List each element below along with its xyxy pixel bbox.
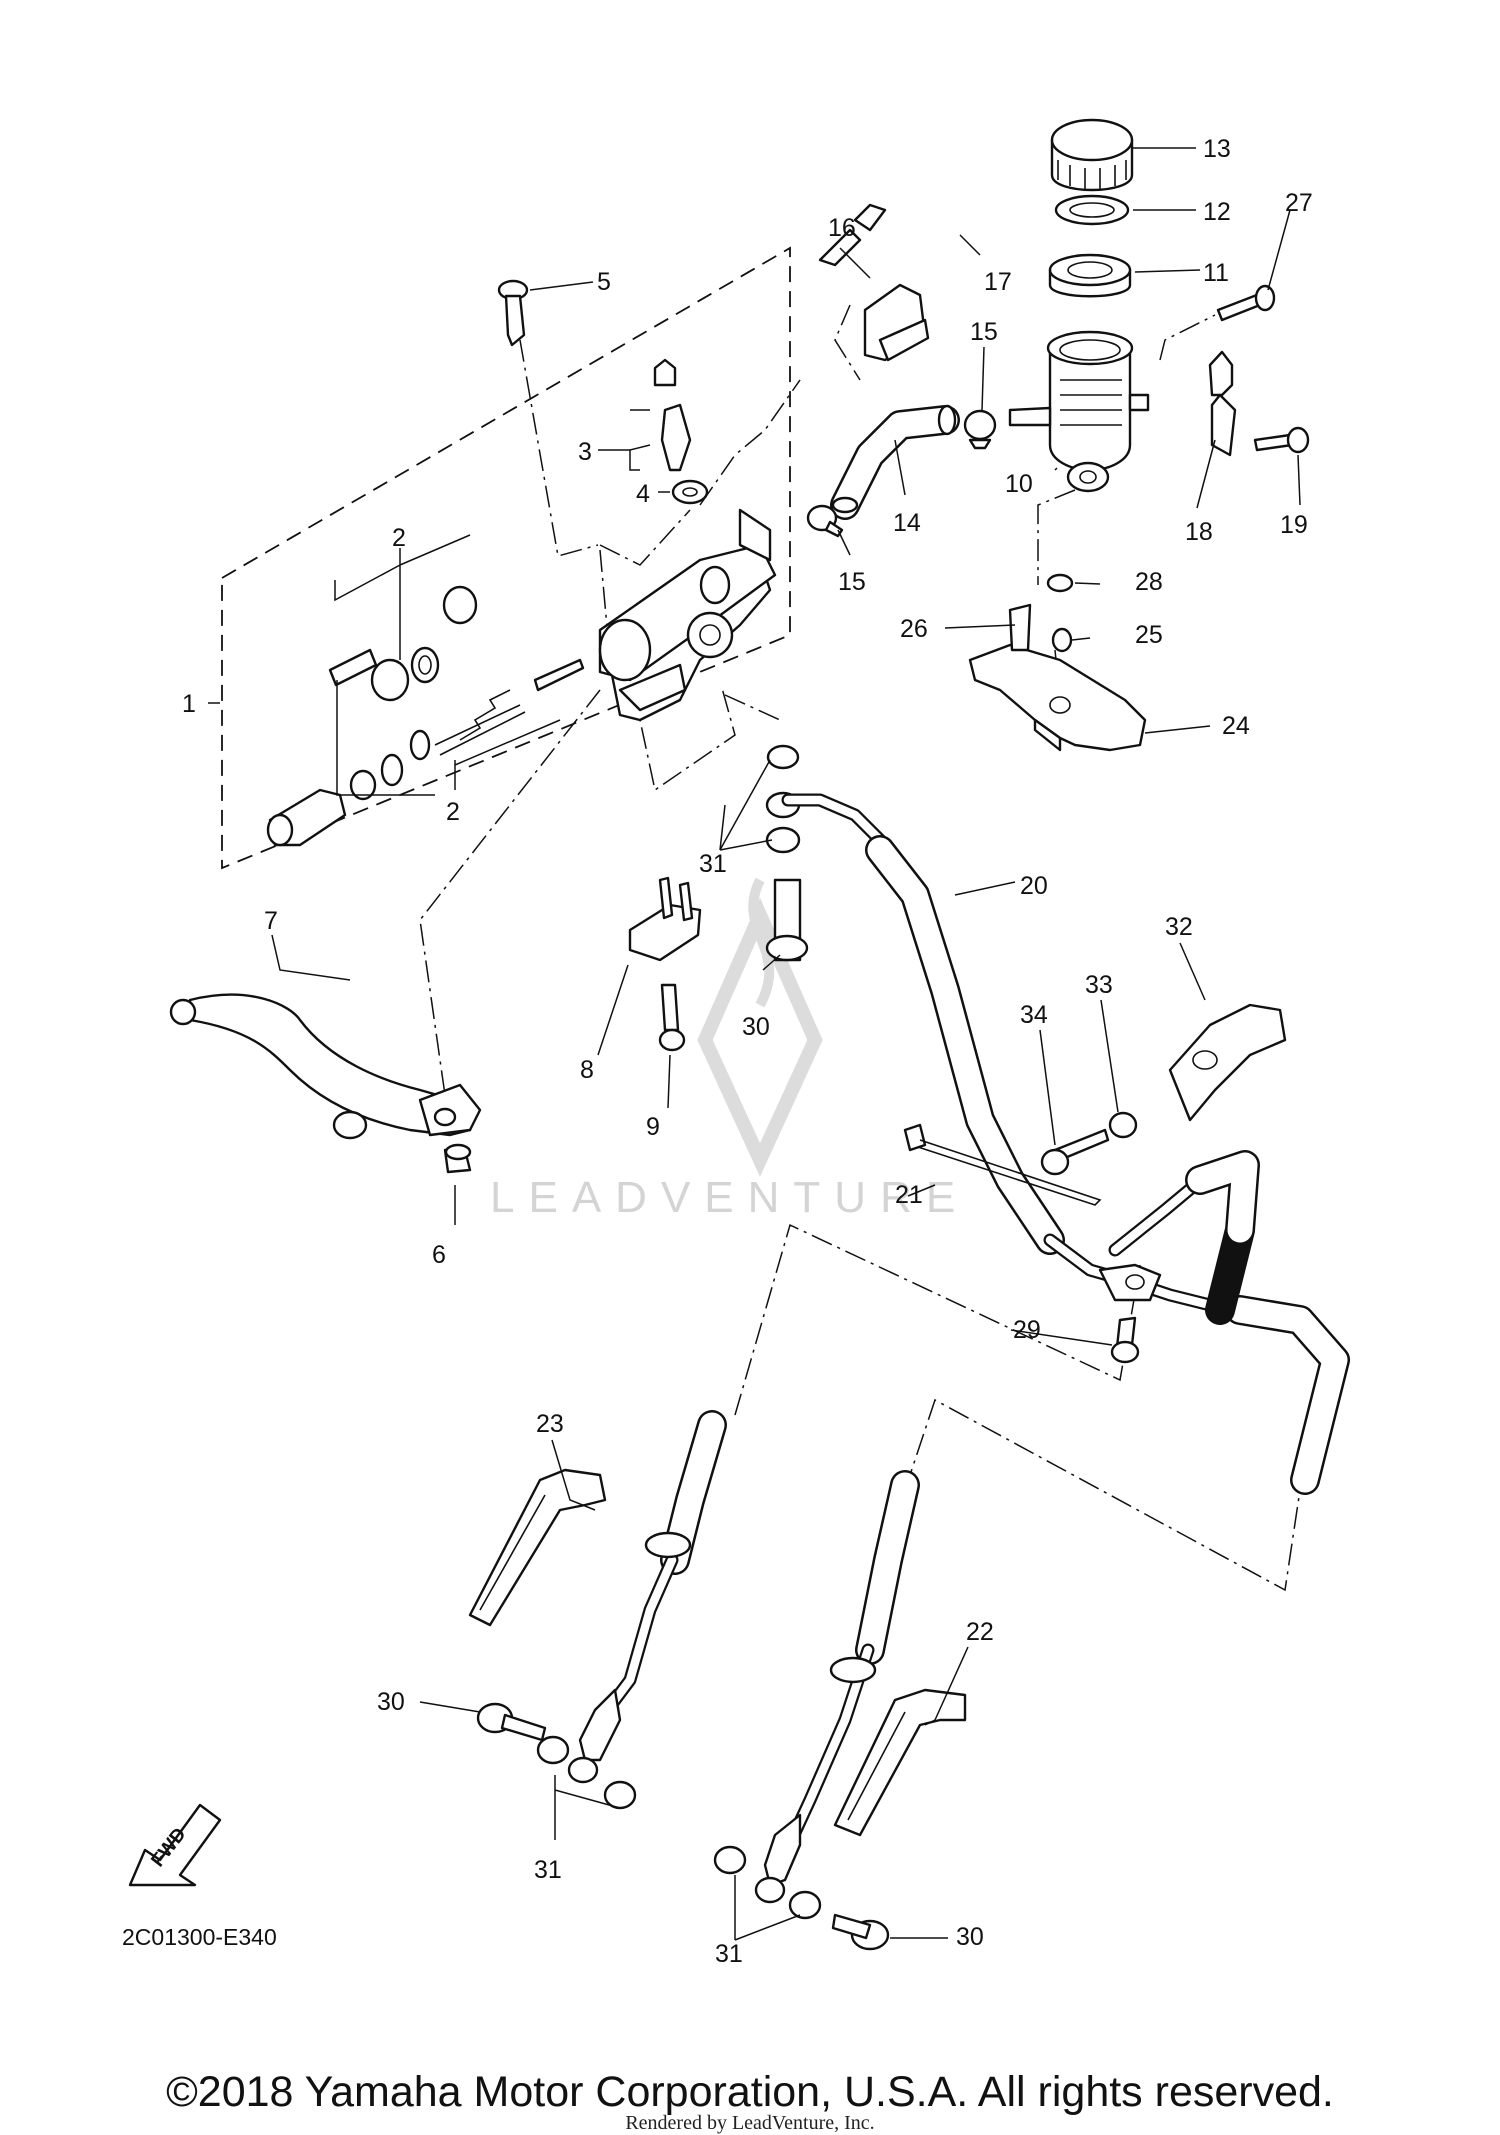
reservoir-screw xyxy=(1216,284,1276,322)
callout-12: 12 xyxy=(1203,198,1231,226)
leadventure-watermark: LEADVENTURE xyxy=(490,877,969,1222)
callout-labels: 1 2 2 3 4 5 6 7 8 9 10 11 12 13 14 15 15… xyxy=(182,135,1313,1968)
switch-screw xyxy=(658,983,686,1052)
callout-26: 26 xyxy=(900,615,928,643)
callout-17: 17 xyxy=(984,268,1012,296)
callout-15-lower: 15 xyxy=(838,568,866,596)
callout-13: 13 xyxy=(1203,135,1231,163)
callout-5: 5 xyxy=(597,268,611,296)
bleeder-screw-set xyxy=(653,358,709,505)
right-brake-hose xyxy=(754,1470,920,1904)
callout-6: 6 xyxy=(432,1241,446,1269)
pivot-bolt xyxy=(497,279,529,347)
callout-27: 27 xyxy=(1285,189,1313,217)
reservoir-tank xyxy=(1008,330,1150,493)
brake-lever xyxy=(169,993,482,1140)
master-cylinder-body xyxy=(598,508,777,722)
callout-22: 22 xyxy=(966,1618,994,1646)
callout-10: 10 xyxy=(1005,470,1033,498)
callout-19: 19 xyxy=(1280,511,1308,539)
forward-direction-arrow: FWD xyxy=(128,1803,222,1887)
callout-15-upper: 15 xyxy=(970,318,998,346)
cable-tie xyxy=(903,1123,1102,1206)
reservoir-band xyxy=(1208,350,1237,457)
piston-assembly xyxy=(266,585,585,847)
copyright-notice: ©2018 Yamaha Motor Corporation, U.S.A. A… xyxy=(166,2068,1334,2116)
callout-3: 3 xyxy=(578,438,592,466)
callout-21: 21 xyxy=(895,1181,923,1209)
callout-4: 4 xyxy=(636,480,650,508)
leader-lines xyxy=(208,147,1301,1941)
callout-18: 18 xyxy=(1185,518,1213,546)
clamp-collar xyxy=(1108,1111,1138,1139)
diagram-code: 2C01300-E340 xyxy=(122,1924,277,1950)
main-brake-hose xyxy=(781,793,1350,1495)
reservoir-bracket xyxy=(968,573,1147,752)
callout-31-left: 31 xyxy=(534,1856,562,1884)
left-brake-hose xyxy=(567,1410,727,1784)
callout-29: 29 xyxy=(1013,1316,1041,1344)
master-cylinder-kit-boundary xyxy=(221,246,791,870)
callout-25: 25 xyxy=(1135,621,1163,649)
callout-24: 24 xyxy=(1222,712,1250,740)
joint-bolt xyxy=(1110,1316,1140,1364)
right-hose-bracket xyxy=(833,1688,967,1837)
callout-30-upper: 30 xyxy=(742,1013,770,1041)
reservoir-mount-bracket xyxy=(818,203,930,362)
reservoir-cap-set xyxy=(1048,118,1134,298)
callout-33: 33 xyxy=(1085,971,1113,999)
callout-23: 23 xyxy=(536,1410,564,1438)
callout-9: 9 xyxy=(646,1113,660,1141)
callout-7: 7 xyxy=(264,907,278,935)
band-bolt xyxy=(1253,426,1310,454)
right-union-bolt xyxy=(713,1845,890,1951)
reservoir-hose xyxy=(830,404,960,520)
callout-30-right: 30 xyxy=(956,1923,984,1951)
callout-31-right: 31 xyxy=(715,1940,743,1968)
callout-11: 11 xyxy=(1203,259,1229,287)
callout-8: 8 xyxy=(580,1056,594,1084)
callout-16: 16 xyxy=(828,214,856,242)
rendered-by-credit: Rendered by LeadVenture, Inc. xyxy=(625,2112,875,2134)
left-hose-bracket xyxy=(468,1468,607,1627)
clamp-bolt xyxy=(1040,1128,1110,1176)
callout-31-upper: 31 xyxy=(699,850,727,878)
callout-14: 14 xyxy=(893,509,921,537)
callout-34: 34 xyxy=(1020,1001,1048,1029)
hose-clips xyxy=(806,409,997,538)
brake-light-switch xyxy=(628,876,702,962)
callout-30-left: 30 xyxy=(377,1688,405,1716)
callout-28: 28 xyxy=(1135,568,1163,596)
hose-clamp xyxy=(1168,1003,1287,1122)
watermark-text: LEADVENTURE xyxy=(490,1173,969,1222)
lever-nut xyxy=(443,1143,472,1174)
callout-2-upper: 2 xyxy=(392,524,406,552)
callout-1: 1 xyxy=(182,690,196,718)
left-union-bolt xyxy=(476,1702,637,1810)
callout-32: 32 xyxy=(1165,913,1193,941)
callout-20: 20 xyxy=(1020,872,1048,900)
callout-2-lower: 2 xyxy=(446,798,460,826)
